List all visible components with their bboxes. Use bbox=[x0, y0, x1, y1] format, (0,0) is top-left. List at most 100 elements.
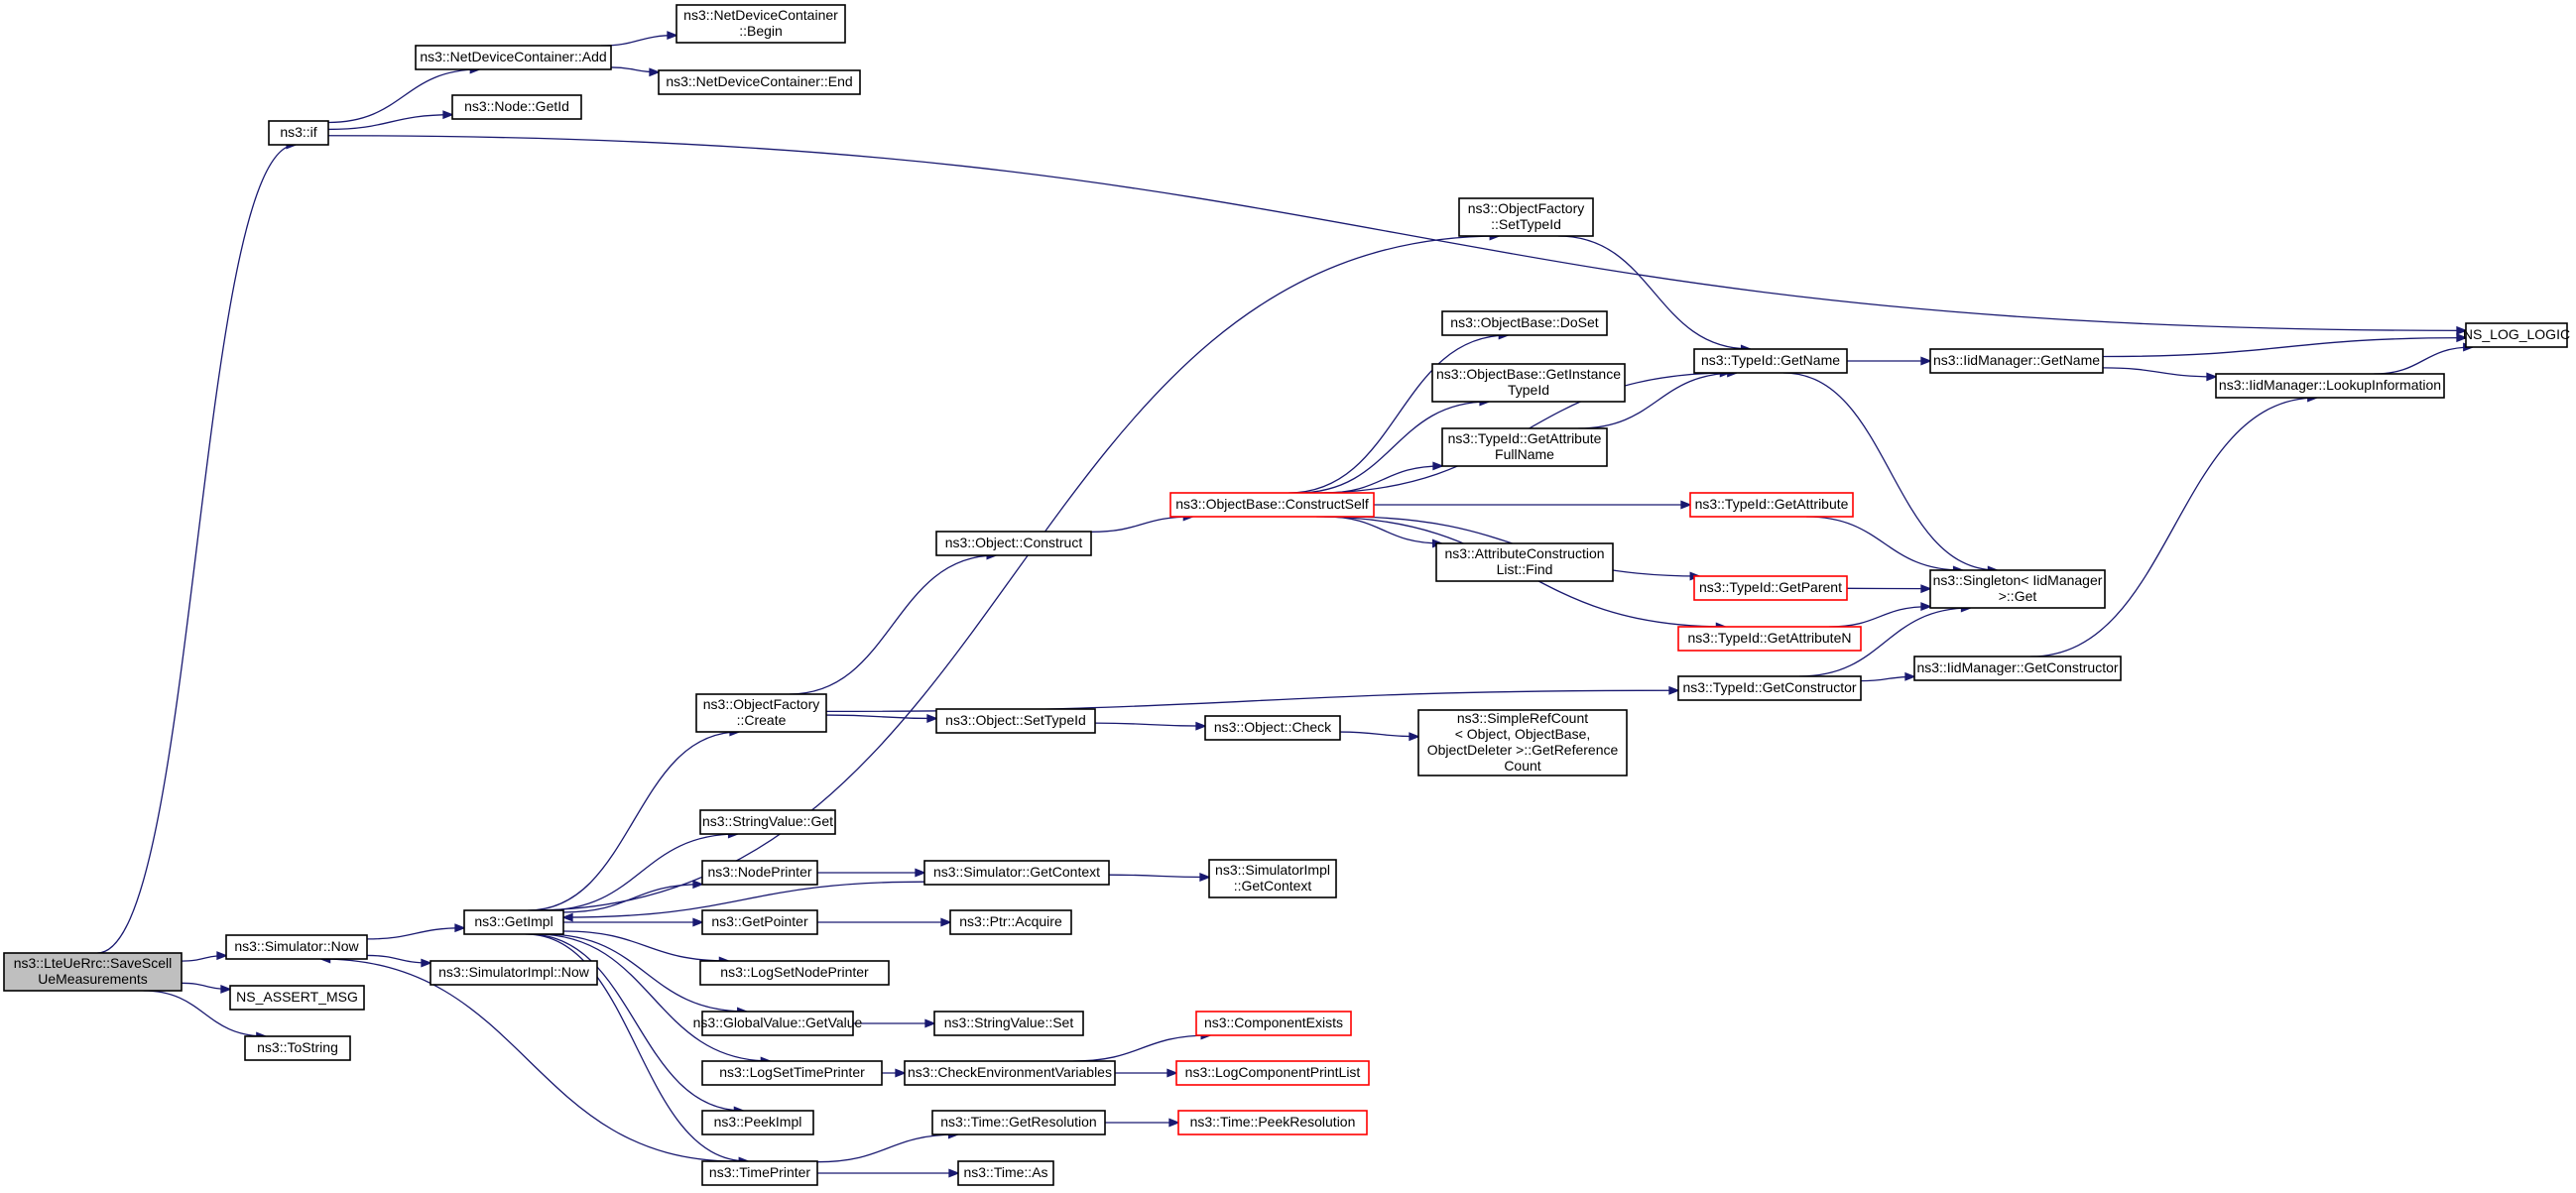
edge-timegetres-to-timepeekres bbox=[1104, 1118, 1180, 1128]
graph-node-logsetnode[interactable]: ns3::LogSetNodePrinter bbox=[699, 960, 890, 986]
edge-nodeprinter-to-simgetctx bbox=[817, 868, 926, 878]
graph-node-tidgetattr[interactable]: ns3::TypeId::GetAttribute bbox=[1689, 492, 1854, 518]
graph-node-getimpl[interactable]: ns3::GetImpl bbox=[463, 909, 564, 935]
graph-node-timeprinter[interactable]: ns3::TimePrinter bbox=[701, 1160, 818, 1186]
graph-node-obdoset[interactable]: ns3::ObjectBase::DoSet bbox=[1441, 310, 1608, 336]
edge-line bbox=[97, 144, 297, 954]
graph-node-tidgetattrn[interactable]: ns3::TypeId::GetAttributeN bbox=[1677, 626, 1862, 652]
graph-node-timepeekres[interactable]: ns3::Time::PeekResolution bbox=[1177, 1110, 1368, 1135]
edge-tidgetattrn-to-singletonget bbox=[1828, 602, 1932, 628]
node-label: ns3::GlobalValue::GetValue bbox=[693, 1014, 863, 1030]
node-box bbox=[1208, 859, 1337, 898]
graph-node-getpointer[interactable]: ns3::GetPointer bbox=[701, 909, 818, 935]
edge-iidgetname-to-nslog bbox=[2102, 333, 2468, 358]
graph-node-tidgetparent[interactable]: ns3::TypeId::GetParent bbox=[1693, 575, 1848, 601]
graph-node-tidgetname[interactable]: ns3::TypeId::GetName bbox=[1693, 348, 1848, 374]
graph-node-nodeprinter[interactable]: ns3::NodePrinter bbox=[701, 860, 818, 886]
edge-arrowhead bbox=[895, 1068, 907, 1078]
graph-node-timegetres[interactable]: ns3::Time::GetResolution bbox=[931, 1110, 1106, 1135]
edge-timeprinter-to-simnow bbox=[318, 954, 736, 1162]
graph-node-iidgetname[interactable]: ns3::IidManager::GetName bbox=[1929, 348, 2104, 374]
edge-simnow-to-getimpl bbox=[366, 923, 466, 940]
graph-node-ndcend[interactable]: ns3::NetDeviceContainer::End bbox=[658, 69, 861, 95]
edge-obconstructself-to-obdoset bbox=[1288, 330, 1511, 494]
node-box bbox=[1204, 715, 1341, 741]
node-label: ns3::LteUeRrc::SaveScell bbox=[14, 955, 173, 971]
node-label: NS_ASSERT_MSG bbox=[236, 989, 358, 1005]
node-box bbox=[931, 1110, 1106, 1135]
node-label: ns3::Ptr::Acquire bbox=[959, 913, 1062, 929]
edge-line bbox=[531, 235, 1500, 911]
graph-node-logcompprint[interactable]: ns3::LogComponentPrintList bbox=[1175, 1060, 1370, 1086]
graph-node-singletonget[interactable]: ns3::Singleton< IidManager>::Get bbox=[1929, 569, 2106, 609]
node-box bbox=[244, 1035, 351, 1061]
edge-line bbox=[825, 714, 937, 720]
node-label: ns3::TypeId::GetParent bbox=[1699, 579, 1842, 595]
edge-line bbox=[528, 933, 744, 1112]
graph-node-peekimpl[interactable]: ns3::PeekImpl bbox=[701, 1110, 814, 1135]
edge-root-to-simnow bbox=[181, 951, 228, 962]
node-box bbox=[1441, 310, 1608, 336]
graph-node-simimplnow[interactable]: ns3::SimulatorImpl::Now bbox=[429, 960, 598, 986]
graph-node-ndcadd[interactable]: ns3::NetDeviceContainer::Add bbox=[415, 45, 612, 70]
edge-arrowhead bbox=[421, 958, 432, 968]
graph-node-simimplgetctx[interactable]: ns3::SimulatorImpl::GetContext bbox=[1208, 859, 1337, 898]
node-box bbox=[229, 985, 365, 1011]
graph-node-ptracquire[interactable]: ns3::Ptr::Acquire bbox=[949, 909, 1072, 935]
node-label: ns3::NodePrinter bbox=[707, 864, 811, 880]
graph-node-nodegetid[interactable]: ns3::Node::GetId bbox=[451, 94, 582, 120]
node-label: ObjectDeleter >::GetReference bbox=[1427, 742, 1619, 758]
graph-node-objconstruct[interactable]: ns3::Object::Construct bbox=[935, 531, 1092, 556]
graph-node-tidgetconstr[interactable]: ns3::TypeId::GetConstructor bbox=[1677, 675, 1862, 701]
graph-node-iidgetconstr[interactable]: ns3::IidManager::GetConstructor bbox=[1913, 656, 2122, 681]
edge-line bbox=[562, 884, 703, 913]
edge-arrowhead bbox=[915, 868, 926, 878]
graph-node-ofsettypeid[interactable]: ns3::ObjectFactory::SetTypeId bbox=[1458, 197, 1594, 237]
edge-line bbox=[1296, 401, 1490, 494]
edge-line bbox=[327, 68, 480, 124]
graph-node-simgetctx[interactable]: ns3::Simulator::GetContext bbox=[923, 860, 1110, 886]
graph-node-objsettypeid[interactable]: ns3::Object::SetTypeId bbox=[935, 708, 1096, 734]
node-label: UeMeasurements bbox=[38, 971, 148, 987]
graph-node-ndcbegin[interactable]: ns3::NetDeviceContainer::Begin bbox=[675, 4, 846, 44]
graph-node-nslog[interactable]: NS_LOG_LOGIC bbox=[2463, 322, 2570, 348]
node-box bbox=[268, 120, 329, 146]
graph-node-objcheck[interactable]: ns3::Object::Check bbox=[1204, 715, 1341, 741]
node-box bbox=[1175, 1060, 1370, 1086]
graph-node-strget[interactable]: ns3::StringValue::Get bbox=[699, 809, 836, 835]
edge-arrowhead bbox=[667, 31, 678, 41]
graph-node-checkenv[interactable]: ns3::CheckEnvironmentVariables bbox=[904, 1060, 1116, 1086]
edge-arrowhead bbox=[926, 714, 938, 723]
edge-arrowhead bbox=[1432, 461, 1444, 471]
graph-node-logsettime[interactable]: ns3::LogSetTimePrinter bbox=[701, 1060, 883, 1086]
edge-line bbox=[2374, 346, 2473, 375]
graph-node-obconstructself[interactable]: ns3::ObjectBase::ConstructSelf bbox=[1169, 492, 1375, 518]
graph-node-if[interactable]: ns3::if bbox=[268, 120, 329, 146]
graph-node-compexists[interactable]: ns3::ComponentExists bbox=[1195, 1011, 1352, 1036]
graph-node-timeas[interactable]: ns3::Time::As bbox=[957, 1160, 1054, 1186]
node-label: ns3::NetDeviceContainer::Add bbox=[420, 49, 606, 64]
graph-node-iidlookup[interactable]: ns3::IidManager::LookupInformation bbox=[2215, 373, 2445, 399]
edge-getimpl-to-nodeprinter bbox=[562, 880, 704, 913]
graph-node-simplerefcount[interactable]: ns3::SimpleRefCount< Object, ObjectBase,… bbox=[1417, 709, 1628, 776]
graph-node-ofcreate[interactable]: ns3::ObjectFactory::Create bbox=[695, 693, 827, 733]
graph-node-tostring[interactable]: ns3::ToString bbox=[244, 1035, 351, 1061]
node-label: ns3::Object::Construct bbox=[945, 535, 1083, 550]
edge-ofcreate-to-tidgetconstr bbox=[825, 685, 1680, 713]
graph-node-strset[interactable]: ns3::StringValue::Set bbox=[933, 1011, 1084, 1036]
edge-arrowhead bbox=[220, 985, 232, 994]
node-box bbox=[933, 1011, 1084, 1036]
node-label: ::Create bbox=[737, 712, 787, 728]
node-label: ns3::TypeId::GetConstructor bbox=[1682, 679, 1856, 695]
graph-node-gvget[interactable]: ns3::GlobalValue::GetValue bbox=[693, 1011, 863, 1036]
node-box bbox=[658, 69, 861, 95]
edge-line bbox=[600, 34, 677, 47]
graph-node-assert[interactable]: NS_ASSERT_MSG bbox=[229, 985, 365, 1011]
node-label: ns3::IidManager::GetConstructor bbox=[1916, 659, 2118, 675]
graph-node-simnow[interactable]: ns3::Simulator::Now bbox=[225, 934, 368, 960]
node-label: ns3::SimpleRefCount bbox=[1457, 710, 1588, 726]
